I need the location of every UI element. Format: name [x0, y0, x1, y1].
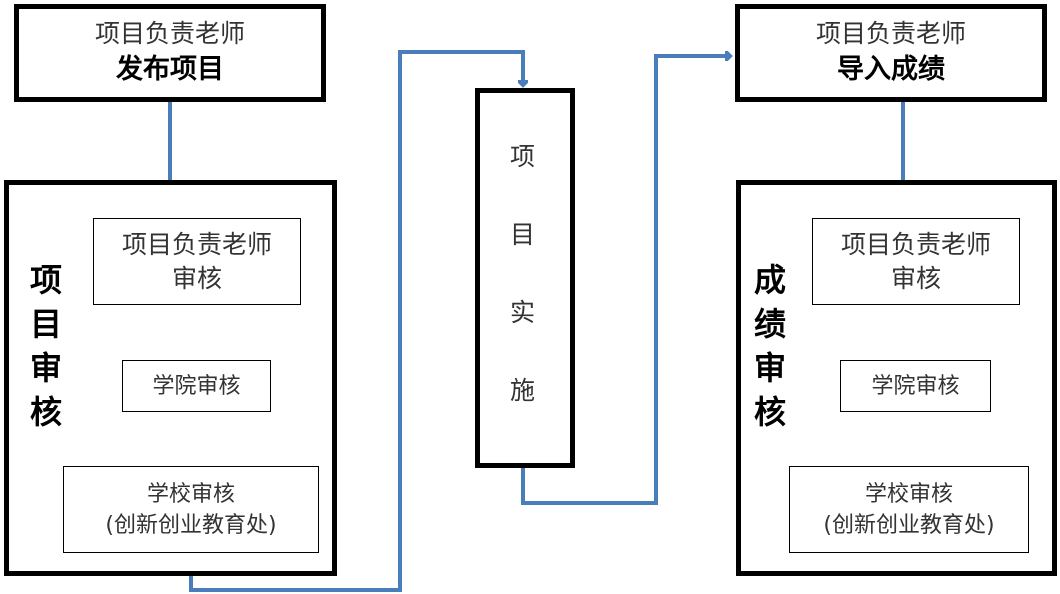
grade-teacher-review-box: 项目负责老师 审核: [812, 218, 1020, 305]
grade-review-char-2: 绩: [754, 305, 787, 343]
grade-college-review-label: 学院审核: [871, 373, 960, 399]
arrow-review-to-implementation: [189, 50, 523, 592]
grade-review-title: 成 绩 审 核: [754, 258, 786, 434]
teacher-review-line1: 项目负责老师: [121, 229, 272, 259]
import-grades-box: 项目负责老师 导入成绩: [735, 4, 1047, 102]
publish-line1: 项目负责老师: [94, 19, 245, 48]
publish-line2: 发布项目: [116, 54, 224, 85]
grade-review-char-1: 成: [754, 261, 787, 299]
project-review-char-4: 核: [30, 393, 63, 431]
project-review-title: 项 目 审 核: [30, 258, 62, 434]
implementation-title: 项 目 实 施: [510, 118, 535, 430]
project-review-char-3: 审: [30, 349, 63, 387]
school-review-line1: 学校审核: [146, 481, 235, 507]
project-review-char-1: 项: [30, 261, 63, 299]
grade-college-review-box: 学院审核: [840, 360, 991, 412]
grade-school-review-box: 学校审核 (创新创业教育处): [789, 466, 1029, 553]
grade-teacher-review-line1: 项目负责老师: [840, 229, 991, 259]
college-review-label: 学院审核: [152, 373, 241, 399]
import-grades-line2: 导入成绩: [837, 54, 945, 85]
grade-review-char-3: 审: [754, 349, 787, 387]
arrow-implementation-to-import: [521, 56, 730, 505]
grade-teacher-review-line2: 审核: [890, 263, 941, 293]
college-review-box: 学院审核: [122, 360, 271, 412]
implementation-char-3: 实: [510, 298, 536, 327]
import-grades-line1: 项目负责老师: [815, 19, 966, 48]
grade-school-review-line2: (创新创业教育处): [823, 512, 995, 538]
publish-project-box: 项目负责老师 发布项目: [14, 4, 326, 102]
implementation-char-4: 施: [510, 376, 536, 405]
grade-review-char-4: 核: [754, 393, 787, 431]
grade-school-review-line1: 学校审核: [864, 481, 953, 507]
project-review-char-2: 目: [30, 305, 63, 343]
implementation-char-2: 目: [510, 220, 536, 249]
teacher-review-box: 项目负责老师 审核: [93, 218, 301, 305]
school-review-line2: (创新创业教育处): [105, 512, 277, 538]
implementation-char-1: 项: [510, 142, 536, 171]
school-review-box: 学校审核 (创新创业教育处): [63, 466, 319, 553]
teacher-review-line2: 审核: [171, 263, 222, 293]
implementation-box: [475, 88, 575, 468]
